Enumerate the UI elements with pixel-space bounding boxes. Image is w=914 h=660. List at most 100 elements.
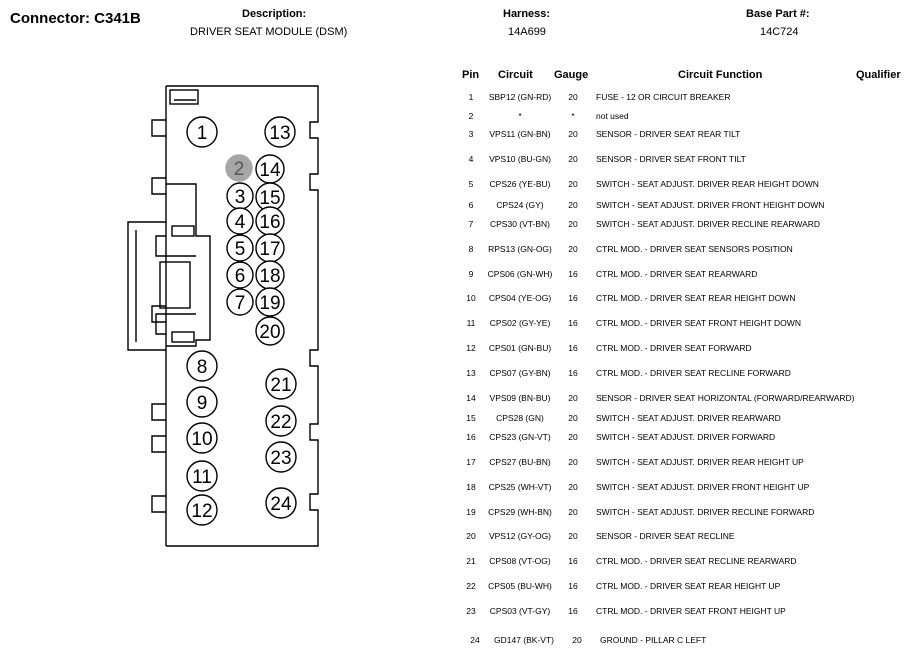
connector-pin: 2: [225, 154, 253, 182]
pin-number: 5: [235, 239, 246, 260]
circuit-cell: SBP12 (GN-RD): [488, 91, 552, 102]
pin-number: 6: [235, 266, 246, 287]
harness-value: 14A699: [508, 26, 546, 38]
gauge-cell: 20: [568, 92, 578, 102]
function-cell: SWITCH - SEAT ADJUST. DRIVER REAR HEIGHT…: [596, 457, 804, 467]
pin-number: 21: [270, 375, 291, 396]
pin-number: 15: [259, 188, 280, 209]
base-part-label: Base Part #:: [746, 8, 810, 20]
pin-cell: 23: [466, 606, 476, 616]
gauge-cell: 20: [568, 154, 578, 164]
pin-circle: [186, 116, 218, 148]
description-label: Description:: [242, 8, 307, 20]
circuit-cell: VPS11 (GN-BN): [489, 128, 551, 139]
pin-circle: [186, 350, 218, 382]
pin-cell: 1: [468, 92, 474, 102]
gauge-cell: 20: [568, 413, 578, 423]
pin-circle: [226, 207, 254, 235]
connector-pin: 16: [255, 206, 285, 236]
gauge-cell: 16: [568, 318, 578, 328]
pin-circle: [265, 368, 297, 400]
pin-number: 22: [270, 412, 291, 433]
pin-circle: [255, 287, 285, 317]
connector-pin: 23: [265, 441, 297, 473]
connector-pin: 20: [255, 316, 285, 346]
pin-cell: 6: [468, 200, 474, 210]
pin-number: 8: [197, 357, 208, 378]
pin-number: 12: [191, 501, 212, 522]
column-header-gauge: Gauge: [554, 69, 589, 81]
pin-circle: [226, 288, 254, 316]
pin-cell: 14: [466, 393, 476, 403]
pin-number: 1: [197, 123, 208, 144]
gauge-cell: 20: [568, 244, 578, 254]
connector-pin: 15: [255, 182, 285, 212]
pin-cell: 11: [466, 318, 476, 328]
circuit-cell: CPS24 (GY): [496, 199, 544, 210]
pin-number: 14: [259, 160, 281, 181]
connector-pin: 1: [186, 116, 218, 148]
function-cell: CTRL MOD. - DRIVER SEAT FRONT HEIGHT UP: [596, 606, 786, 616]
circuit-cell: CPS04 (YE-OG): [488, 292, 552, 303]
gauge-cell: 16: [568, 269, 578, 279]
connector-pin: 3: [226, 182, 254, 210]
circuit-cell: CPS08 (VT-OG): [489, 555, 551, 566]
pin-cell: 16: [466, 432, 476, 442]
pin-cell: 20: [466, 531, 476, 541]
circuit-cell: CPS30 (VT-BN): [490, 218, 550, 229]
gauge-cell: 20: [572, 635, 582, 645]
function-cell: SWITCH - SEAT ADJUST. DRIVER FRONT HEIGH…: [596, 200, 825, 210]
pin-cell: 15: [466, 413, 476, 423]
function-cell: CTRL MOD. - DRIVER SEAT FORWARD: [596, 343, 752, 353]
pin-circle: [226, 261, 254, 289]
circuit-cell: VPS12 (GY-OG): [488, 530, 552, 541]
gauge-cell: 20: [568, 129, 578, 139]
connector-pin: 17: [255, 233, 285, 263]
gauge-cell: 20: [568, 531, 578, 541]
table-row: 10 CPS04 (YE-OG) 16 CTRL MOD. - DRIVER SEAT…: [455, 286, 910, 310]
pin-number: 20: [259, 322, 280, 343]
connector-pin: 6: [226, 261, 254, 289]
circuit-cell: VPS10 (BU-GN): [489, 153, 551, 164]
circuit-cell: RPS13 (GN-OG): [488, 243, 552, 254]
pin-circle: [255, 316, 285, 346]
connector-pin: 10: [186, 422, 218, 454]
gauge-cell: 16: [568, 343, 578, 353]
pin-number: 18: [259, 266, 280, 287]
gauge-cell: 20: [568, 457, 578, 467]
function-cell: FUSE - 12 OR CIRCUIT BREAKER: [596, 92, 731, 102]
pin-cell: 12: [466, 343, 476, 353]
connector-housing: [127, 85, 319, 547]
pin-number: 10: [191, 429, 212, 450]
pin-number: 16: [259, 212, 280, 233]
function-cell: CTRL MOD. - DRIVER SEAT REAR HEIGHT DOWN: [596, 293, 796, 303]
gauge-cell: 20: [568, 393, 578, 403]
function-cell: CTRL MOD. - DRIVER SEAT SENSORS POSITION: [596, 244, 793, 254]
gauge-cell: 16: [568, 293, 578, 303]
gauge-cell: *: [571, 111, 575, 121]
circuit-cell: GD147 (BK-VT): [494, 634, 554, 645]
function-cell: SWITCH - SEAT ADJUST. DRIVER RECLINE FOR…: [596, 507, 815, 517]
pin-circle: [186, 386, 218, 418]
connector-pin: 4: [226, 207, 254, 235]
function-cell: GROUND - PILLAR C LEFT: [600, 635, 707, 645]
connector-pin: 19: [255, 287, 285, 317]
pin-cell: 10: [466, 293, 476, 303]
gauge-cell: 20: [568, 507, 578, 517]
